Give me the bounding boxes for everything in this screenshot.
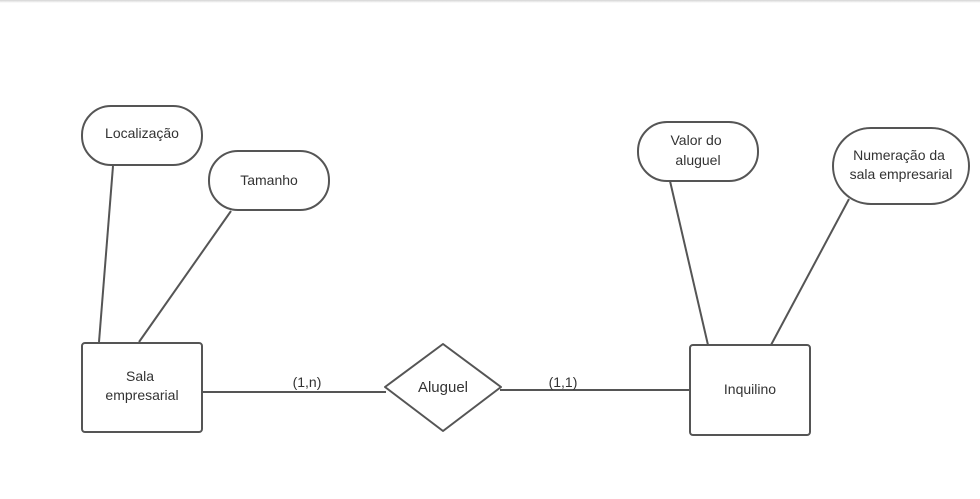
svg-text:Localização: Localização bbox=[105, 125, 179, 141]
connector-numeracao-inquilino bbox=[770, 198, 850, 346]
svg-text:Numeração da sala empr: Numeração da sala empresarial bbox=[850, 147, 953, 182]
attribute-valor[interactable]: Valor do aluguel bbox=[637, 121, 759, 182]
entity-inquilino[interactable]: Inquilino bbox=[689, 344, 811, 436]
attribute-localizacao[interactable]: Localização bbox=[81, 105, 203, 166]
entity-inquilino-label: Inquilino bbox=[724, 381, 776, 397]
relationship-aluguel[interactable]: Aluguel bbox=[384, 343, 502, 432]
svg-text:Aluguel: Aluguel bbox=[418, 379, 468, 396]
attribute-valor-label-line1: Valor do bbox=[671, 132, 722, 148]
attribute-numeracao[interactable]: Numeração da sala empresarial bbox=[832, 127, 970, 205]
connector-localizacao-sala bbox=[98, 165, 114, 343]
svg-text:Sala empresarial: Sala empresarial bbox=[105, 368, 178, 403]
entity-sala-empresarial[interactable]: Sala empresarial bbox=[81, 342, 203, 433]
attribute-numeracao-label-line2: sala empresarial bbox=[850, 166, 953, 182]
svg-text:Inquilino: Inquilino bbox=[724, 381, 776, 397]
connector-valor-inquilino bbox=[669, 180, 709, 346]
connector-tamanho-sala bbox=[138, 210, 232, 343]
relationship-aluguel-label: Aluguel bbox=[418, 379, 468, 396]
attribute-localizacao-label: Localização bbox=[105, 125, 179, 141]
attribute-valor-label-line2: aluguel bbox=[675, 152, 720, 168]
entity-sala-label-line2: empresarial bbox=[105, 387, 178, 403]
top-border bbox=[0, 0, 980, 3]
attribute-tamanho[interactable]: Tamanho bbox=[208, 150, 330, 211]
attribute-numeracao-label-line1: Numeração da bbox=[853, 147, 945, 163]
cardinality-aluguel-inquilino: (1,1) bbox=[549, 374, 578, 390]
cardinality-sala-aluguel: (1,n) bbox=[293, 374, 322, 390]
entity-sala-label-line1: Sala bbox=[126, 368, 154, 384]
svg-text:Valor do aluguel: Valor do aluguel bbox=[671, 132, 726, 168]
attribute-tamanho-label: Tamanho bbox=[240, 172, 298, 188]
svg-text:Tamanho: Tamanho bbox=[240, 172, 298, 188]
